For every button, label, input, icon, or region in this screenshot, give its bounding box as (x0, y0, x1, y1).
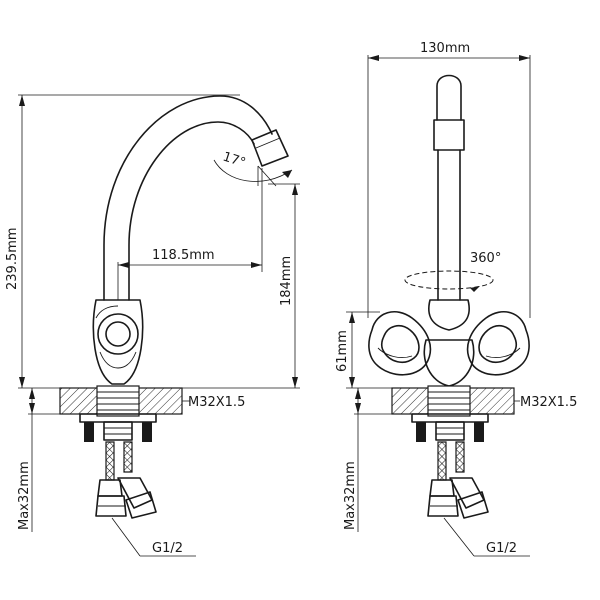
mounting-nut-right (411, 413, 489, 442)
side-view: 239.5mm 17° (5, 94, 300, 557)
pipe-thread-right-label: G1/2 (486, 541, 517, 556)
overall-height-dimension (18, 94, 240, 389)
pipe-thread-leader-left (111, 517, 196, 557)
spout-reach-dimension (117, 168, 263, 300)
pipe-thread-leader-right (443, 517, 530, 557)
right-handle (466, 310, 530, 376)
supply-hoses-right (427, 441, 489, 519)
front-view: 130mm 360° (335, 41, 577, 557)
front-spout (433, 74, 465, 301)
spout-reach-label: 118.5mm (152, 248, 215, 263)
spout (103, 95, 289, 301)
max-thickness-left-label: Max32mm (17, 461, 32, 530)
spout-height-dimension (150, 183, 300, 389)
front-body (423, 299, 475, 387)
handle-height-dimension (346, 311, 392, 389)
max-thickness-dimension-left (28, 388, 60, 532)
aerator-angle-indicator (213, 159, 293, 187)
thread-right-label: M32X1.5 (520, 395, 577, 410)
thread-left-label: M32X1.5 (188, 395, 245, 410)
max-thickness-dimension-right (354, 388, 392, 532)
supply-hoses-left (95, 441, 157, 519)
spout-height-label: 184mm (279, 256, 294, 306)
max-thickness-right-label: Max32mm (343, 461, 358, 530)
countertop-right (391, 385, 520, 417)
countertop-left (59, 385, 190, 417)
rotation-indicator (404, 270, 494, 292)
overall-height-label: 239.5mm (5, 227, 20, 290)
left-handle (368, 310, 432, 376)
pipe-thread-left-label: G1/2 (152, 541, 183, 556)
overall-width-label: 130mm (420, 41, 470, 56)
side-handle (92, 299, 144, 385)
overall-width-dimension (367, 55, 531, 318)
mounting-nut-left (79, 413, 157, 442)
handle-height-label: 61mm (335, 330, 350, 372)
rotation-label: 360° (470, 251, 501, 266)
aerator-angle-label: 17° (221, 150, 248, 171)
